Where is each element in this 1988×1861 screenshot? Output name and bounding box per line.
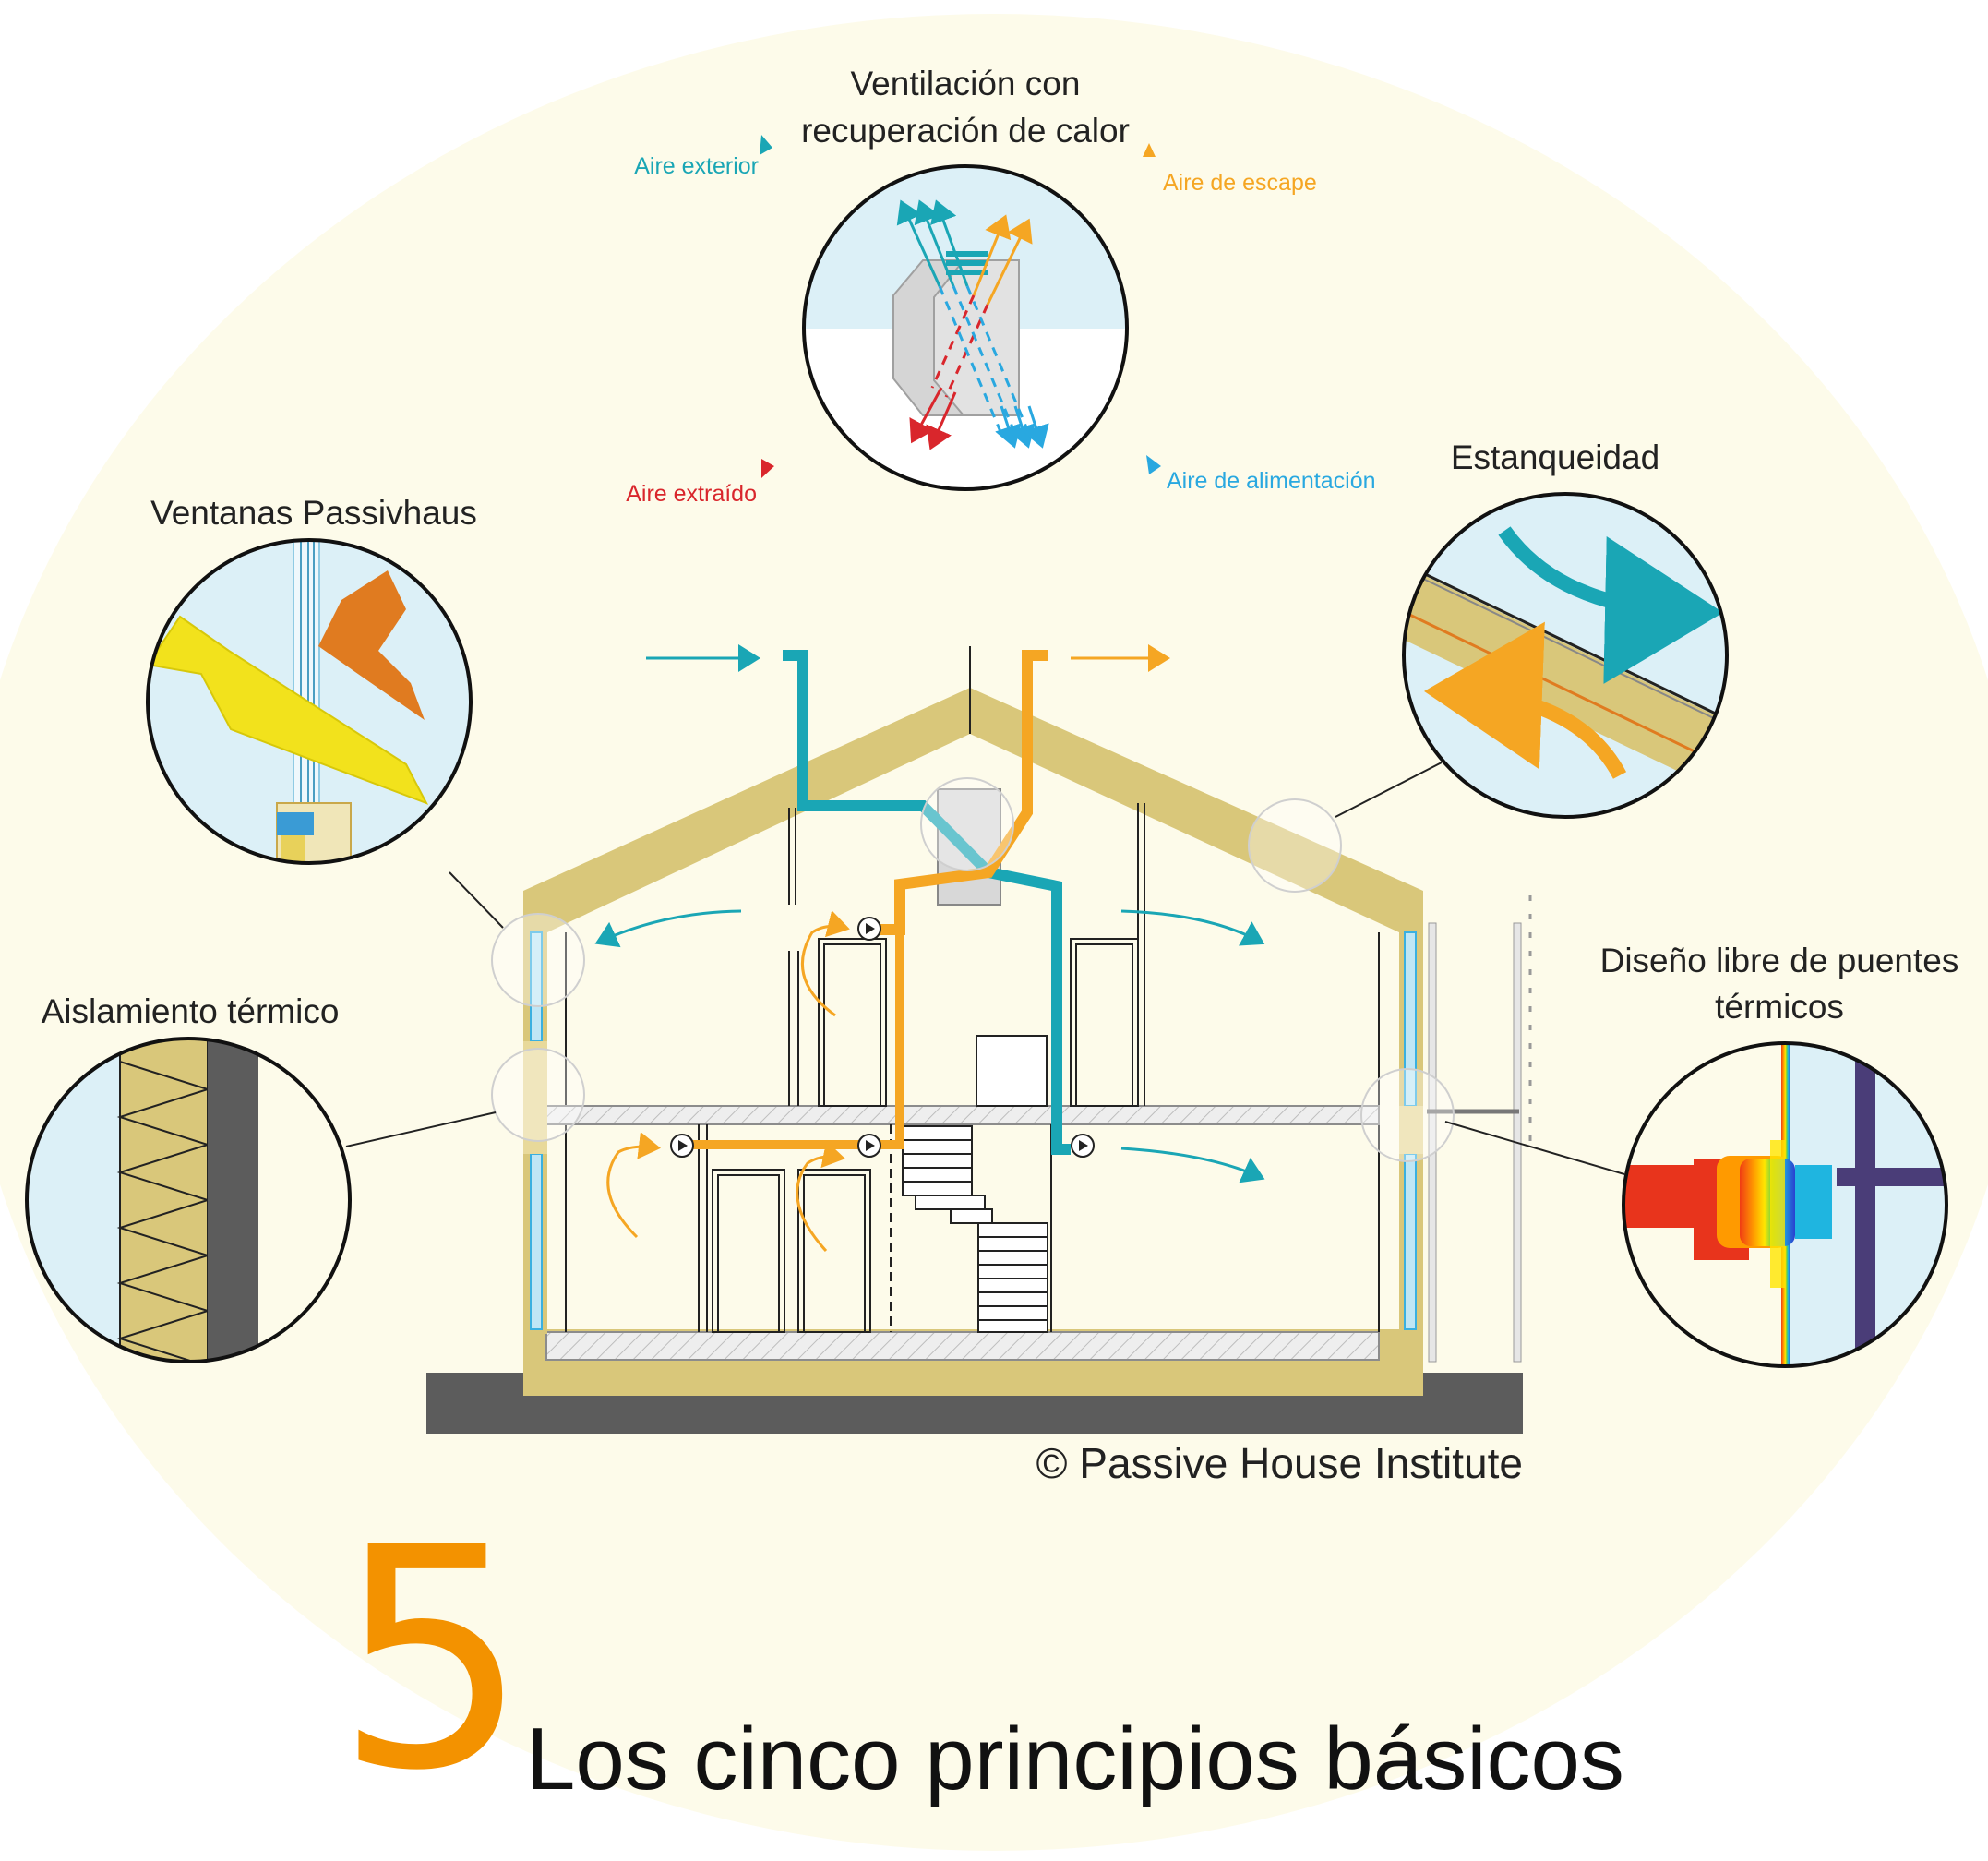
windows-detail [146, 538, 473, 865]
extract-air-label: Aire extraído [626, 481, 757, 507]
outdoor-air-label: Aire exterior [634, 153, 759, 179]
insulation-label: Aislamiento térmico [42, 992, 340, 1030]
windows-label: Ventanas Passivhaus [150, 494, 477, 532]
supply-duct [783, 650, 1071, 1155]
supply-air-label: Aire de alimentación [1167, 468, 1376, 494]
exhaust-air-label: Aire de escape [1163, 170, 1317, 196]
thermal-bridge-detail [1622, 1041, 1948, 1368]
floor-slab [545, 1331, 1380, 1361]
credit: © Passive House Institute [1036, 1439, 1523, 1487]
detail-markers [491, 777, 1455, 1162]
right-windows [1399, 931, 1423, 1330]
sun-ray [148, 615, 429, 805]
ventilation-title-line2: recuperación de calor [801, 112, 1130, 150]
stairs [902, 1125, 1048, 1333]
intermediate-floor [545, 1105, 1380, 1125]
thermal-bridge-label-line1: Diseño libre de puentes [1600, 942, 1959, 979]
left-windows [523, 931, 547, 1330]
thermal-bridge-label-line2: térmicos [1715, 988, 1844, 1026]
airtightness-detail [1402, 492, 1729, 819]
insulation-detail [25, 1037, 352, 1363]
heat-retained [318, 570, 425, 720]
roof [523, 688, 1423, 932]
title-number: 5 [335, 1483, 529, 1837]
house-section [345, 644, 1625, 1434]
page-title: Los cinco principios básicos [526, 1710, 1624, 1808]
ventilation-title-line1: Ventilación con [851, 65, 1081, 102]
airtightness-label: Estanqueidad [1451, 438, 1659, 476]
